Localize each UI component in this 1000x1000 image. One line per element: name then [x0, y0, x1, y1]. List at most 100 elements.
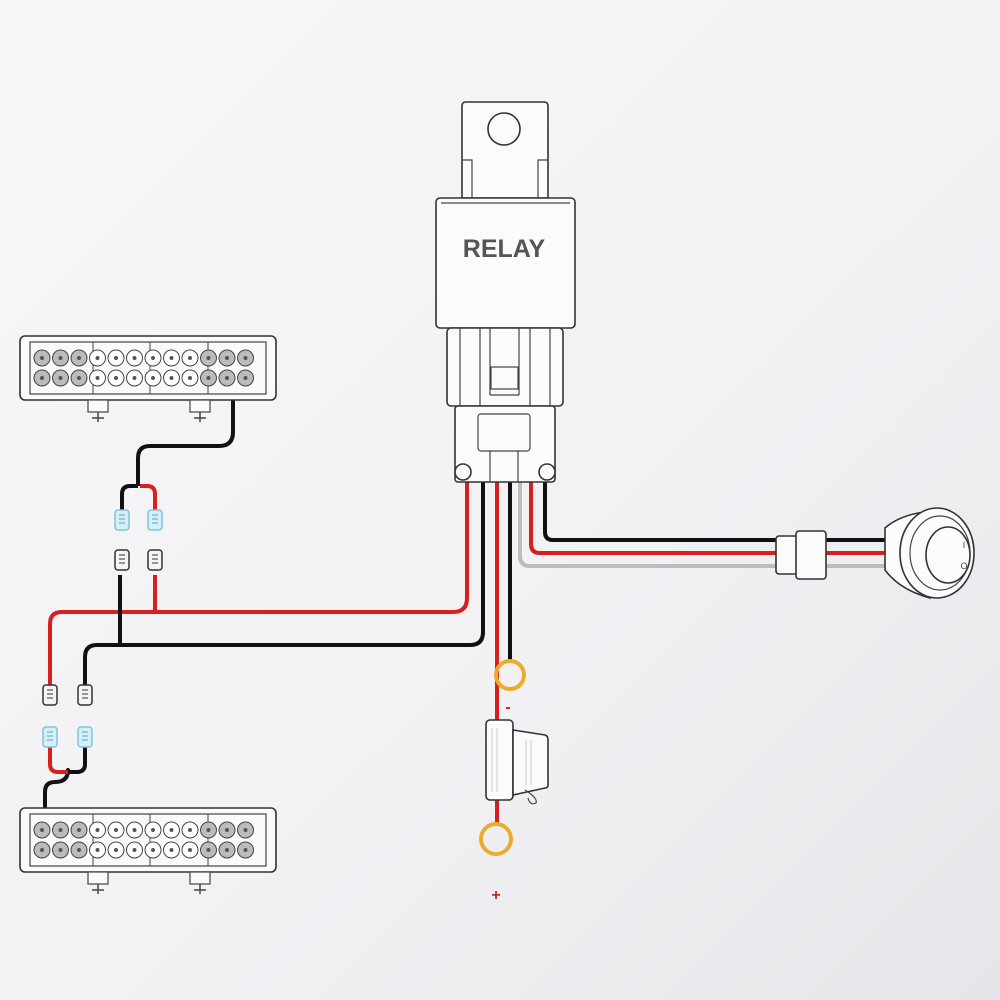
cable-bottom-lightbar: [43, 768, 70, 808]
led-core: [58, 848, 63, 852]
led-core: [206, 828, 211, 832]
negative-label: -: [505, 699, 510, 716]
led-core: [114, 828, 118, 832]
wire-bottom-lightbar-red: [48, 746, 68, 774]
led-core: [132, 376, 137, 380]
led-core: [77, 828, 81, 832]
led-core: [151, 828, 155, 832]
connector-body: [77, 726, 93, 748]
female-spade-connector: [77, 726, 93, 748]
led-core: [58, 828, 63, 832]
led-core: [188, 828, 192, 832]
relay-connector-lock: [477, 413, 531, 452]
wire-bottom-lightbar-black: [68, 746, 87, 774]
led-core: [95, 848, 100, 852]
led-core: [206, 376, 211, 380]
led-core: [40, 356, 44, 360]
led-core: [132, 848, 137, 852]
relay: RELAY: [435, 101, 576, 483]
led-core: [151, 848, 155, 852]
led-core: [114, 356, 118, 360]
led-core: [225, 848, 229, 852]
led-core: [58, 376, 63, 380]
led-core: [95, 376, 100, 380]
led-core: [95, 356, 100, 360]
led-core: [225, 828, 229, 832]
switch-harness-connector: [775, 530, 827, 580]
wire-black-switch: [543, 482, 885, 542]
wire-top-lightbar-black: [120, 484, 138, 512]
rocker-switch[interactable]: I O: [884, 507, 975, 600]
led-core: [77, 356, 81, 360]
led-core: [243, 356, 248, 360]
led-core: [243, 376, 248, 380]
mounting-bracket: [189, 871, 211, 894]
female-spade-connector: [147, 509, 163, 531]
led-core: [77, 848, 81, 852]
led-core: [40, 376, 44, 380]
male-spade-connector: [77, 684, 93, 706]
led-core: [169, 848, 174, 852]
led-core: [206, 848, 211, 852]
male-spade-connector: [147, 549, 163, 571]
connector-body: [114, 509, 130, 531]
led-core: [58, 356, 63, 360]
mounting-bracket: [87, 871, 109, 894]
led-core: [206, 356, 211, 360]
light-bar-lens: [29, 813, 267, 867]
connector-body: [42, 684, 58, 706]
wire-red-lightbar-positive: [48, 482, 469, 688]
led-core: [188, 376, 192, 380]
led-core: [114, 848, 118, 852]
female-spade-connector: [42, 726, 58, 748]
led-core: [151, 376, 155, 380]
male-spade-connector: [42, 684, 58, 706]
light-bar-lens: [29, 341, 267, 395]
connector-body: [77, 684, 93, 706]
switch-off-glyph: O: [960, 561, 967, 571]
cable-top-lightbar: [136, 400, 235, 486]
light-bar-bottom: [19, 807, 277, 894]
led-core: [132, 356, 137, 360]
led-core: [169, 828, 174, 832]
switch-rocker[interactable]: [925, 526, 971, 584]
led-core: [95, 828, 100, 832]
light-bar-housing: [19, 807, 277, 873]
led-core: [225, 376, 229, 380]
connector-body: [42, 726, 58, 748]
relay-socket-detail: [459, 328, 551, 406]
light-bar-housing: [19, 335, 277, 401]
relay-body: [435, 197, 576, 329]
ring-terminal-negative: [494, 659, 526, 691]
led-core: [114, 376, 118, 380]
relay-connector-ear-right: [538, 463, 556, 481]
led-core: [77, 376, 81, 380]
relay-latch: [490, 366, 519, 390]
wire-red-switch: [529, 482, 885, 555]
wire-top-lightbar-red: [140, 484, 157, 512]
connector-body: [147, 549, 163, 571]
led-core: [40, 848, 44, 852]
led-core: [151, 356, 155, 360]
wire-black-lightbar-negative: [83, 482, 485, 686]
led-core: [169, 376, 174, 380]
relay-connector-ear-left: [454, 463, 472, 481]
wire-gray-switch: [518, 482, 885, 568]
light-bar-top: [19, 335, 277, 422]
relay-mount-hole: [487, 112, 521, 146]
led-core: [132, 828, 137, 832]
male-spade-connector: [114, 549, 130, 571]
led-core: [243, 828, 248, 832]
connector-body: [147, 509, 163, 531]
switch-on-glyph: I: [963, 540, 966, 550]
mounting-bracket: [87, 399, 109, 422]
led-core: [188, 848, 192, 852]
relay-connector-detail: [489, 451, 519, 482]
inline-fuse-holder: [485, 719, 549, 805]
female-spade-connector: [114, 509, 130, 531]
relay-label: RELAY: [463, 235, 546, 263]
led-core: [169, 356, 174, 360]
led-core: [225, 356, 229, 360]
connector-body: [114, 549, 130, 571]
